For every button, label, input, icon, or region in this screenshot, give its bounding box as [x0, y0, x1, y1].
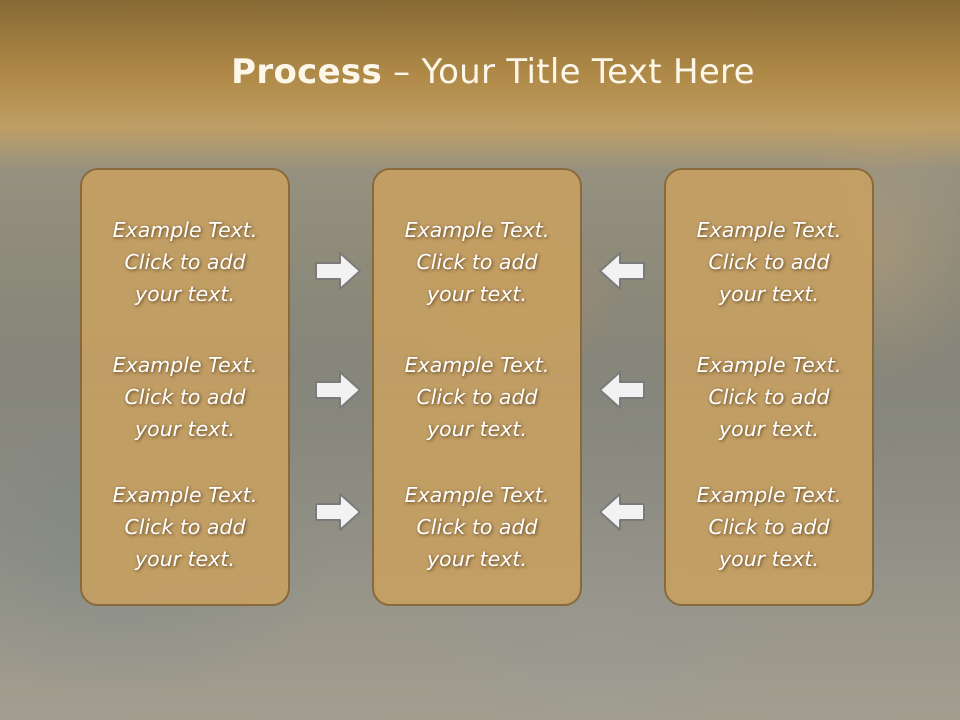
text-line: your text.: [427, 282, 527, 306]
text-line: your text.: [135, 282, 235, 306]
text-line: Example Text.: [404, 218, 550, 242]
text-line: Click to add: [124, 385, 246, 409]
process-box-2[interactable]: Example Text. Click to add your text. Ex…: [372, 168, 582, 606]
slide-title[interactable]: Process – Your Title Text Here: [0, 52, 960, 92]
text-block[interactable]: Example Text. Click to add your text.: [82, 214, 288, 310]
text-block[interactable]: Example Text. Click to add your text.: [82, 479, 288, 575]
text-line: Click to add: [124, 250, 246, 274]
text-line: Example Text.: [696, 353, 842, 377]
right-arrow-icon: [315, 493, 361, 531]
text-block[interactable]: Example Text. Click to add your text.: [666, 349, 872, 445]
text-line: your text.: [135, 547, 235, 571]
process-box-1[interactable]: Example Text. Click to add your text. Ex…: [80, 168, 290, 606]
title-rest-text: – Your Title Text Here: [382, 52, 755, 92]
text-line: Example Text.: [696, 483, 842, 507]
text-line: Click to add: [708, 515, 830, 539]
text-block[interactable]: Example Text. Click to add your text.: [374, 349, 580, 445]
title-band: [0, 0, 960, 170]
text-line: Click to add: [416, 250, 538, 274]
text-line: Example Text.: [112, 218, 258, 242]
text-line: your text.: [719, 547, 819, 571]
left-arrow-icon: [599, 493, 645, 531]
left-arrow-icon: [599, 252, 645, 290]
text-line: Example Text.: [696, 218, 842, 242]
right-arrow-icon: [315, 371, 361, 409]
right-arrow-icon: [315, 252, 361, 290]
text-line: Example Text.: [404, 353, 550, 377]
text-line: your text.: [427, 417, 527, 441]
text-line: Example Text.: [112, 483, 258, 507]
text-line: Click to add: [708, 250, 830, 274]
text-block[interactable]: Example Text. Click to add your text.: [374, 479, 580, 575]
text-block[interactable]: Example Text. Click to add your text.: [82, 349, 288, 445]
left-arrow-icon: [599, 371, 645, 409]
text-line: Click to add: [708, 385, 830, 409]
text-line: Click to add: [416, 385, 538, 409]
process-box-3[interactable]: Example Text. Click to add your text. Ex…: [664, 168, 874, 606]
text-line: Click to add: [416, 515, 538, 539]
text-line: Example Text.: [404, 483, 550, 507]
text-block[interactable]: Example Text. Click to add your text.: [666, 479, 872, 575]
text-line: your text.: [719, 417, 819, 441]
text-line: Example Text.: [112, 353, 258, 377]
text-block[interactable]: Example Text. Click to add your text.: [666, 214, 872, 310]
text-line: your text.: [135, 417, 235, 441]
text-line: your text.: [719, 282, 819, 306]
text-block[interactable]: Example Text. Click to add your text.: [374, 214, 580, 310]
text-line: Click to add: [124, 515, 246, 539]
text-line: your text.: [427, 547, 527, 571]
title-bold-text: Process: [231, 52, 383, 92]
